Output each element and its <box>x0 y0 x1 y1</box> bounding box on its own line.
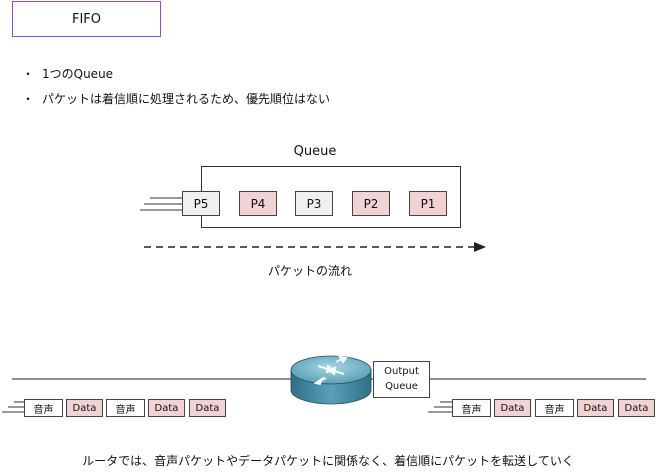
right-packet-voice: 音声 <box>535 399 574 417</box>
left-packet-data: Data <box>189 399 226 417</box>
router-icon <box>290 355 372 405</box>
packet-label: P5 <box>193 196 209 211</box>
packet-label: P2 <box>363 196 379 211</box>
right-packet-voice: 音声 <box>452 399 491 417</box>
title-text: FIFO <box>71 11 102 27</box>
caption: ルータでは、音声パケットやデータパケットに関係なく、着信順にパケットを転送してい… <box>82 454 574 468</box>
right-packet-data: Data <box>577 399 614 417</box>
packet-label: P3 <box>306 196 322 211</box>
left-packet-voice: 音声 <box>106 399 145 417</box>
flow-arrow <box>144 242 486 252</box>
right-stream-lines <box>428 401 454 413</box>
output-queue-line2: Queue <box>385 381 418 392</box>
bullet-item: ・パケットは着信順に処理されるため、優先順位はない <box>22 90 330 107</box>
title-box: FIFO <box>12 1 161 37</box>
left-packet-data: Data <box>148 399 185 417</box>
packet-label: Data <box>154 402 179 414</box>
packet-label: Data <box>72 402 97 414</box>
queue-label: Queue <box>293 144 337 159</box>
packet-label: Data <box>583 402 608 414</box>
bullet-text: パケットは着信順に処理されるため、優先順位はない <box>42 92 331 106</box>
left-packet-data: Data <box>66 399 103 417</box>
bullet-text: 1つのQueue <box>42 67 114 81</box>
packet-label: 音声 <box>115 404 136 416</box>
queue-packet-p2: P2 <box>352 191 390 216</box>
queue-packet-p5: P5 <box>182 191 220 216</box>
flow-label: パケットの流れ <box>267 264 352 278</box>
packet-label: 音声 <box>461 404 482 416</box>
packet-label: Data <box>195 402 220 414</box>
queue-packet-p3: P3 <box>295 191 333 216</box>
packet-label: 音声 <box>33 404 54 416</box>
output-queue-box: Output Queue <box>373 361 430 398</box>
queue-packet-p1: P1 <box>409 191 447 216</box>
left-packet-voice: 音声 <box>24 399 63 417</box>
bullet-marker: ・ <box>22 67 35 81</box>
packet-label: Data <box>500 402 525 414</box>
output-queue-line1: Output <box>384 366 419 377</box>
right-packet-data: Data <box>618 399 655 417</box>
packet-label: P1 <box>420 196 436 211</box>
queue-input-lines <box>140 197 182 211</box>
packet-label: Data <box>624 402 649 414</box>
bullet-item: ・ 1つのQueue <box>22 65 113 82</box>
packet-label: P4 <box>250 196 266 211</box>
bullet-marker: ・ <box>22 92 35 106</box>
queue-packet-p4: P4 <box>239 191 277 216</box>
packet-label: 音声 <box>544 404 565 416</box>
right-packet-data: Data <box>494 399 531 417</box>
